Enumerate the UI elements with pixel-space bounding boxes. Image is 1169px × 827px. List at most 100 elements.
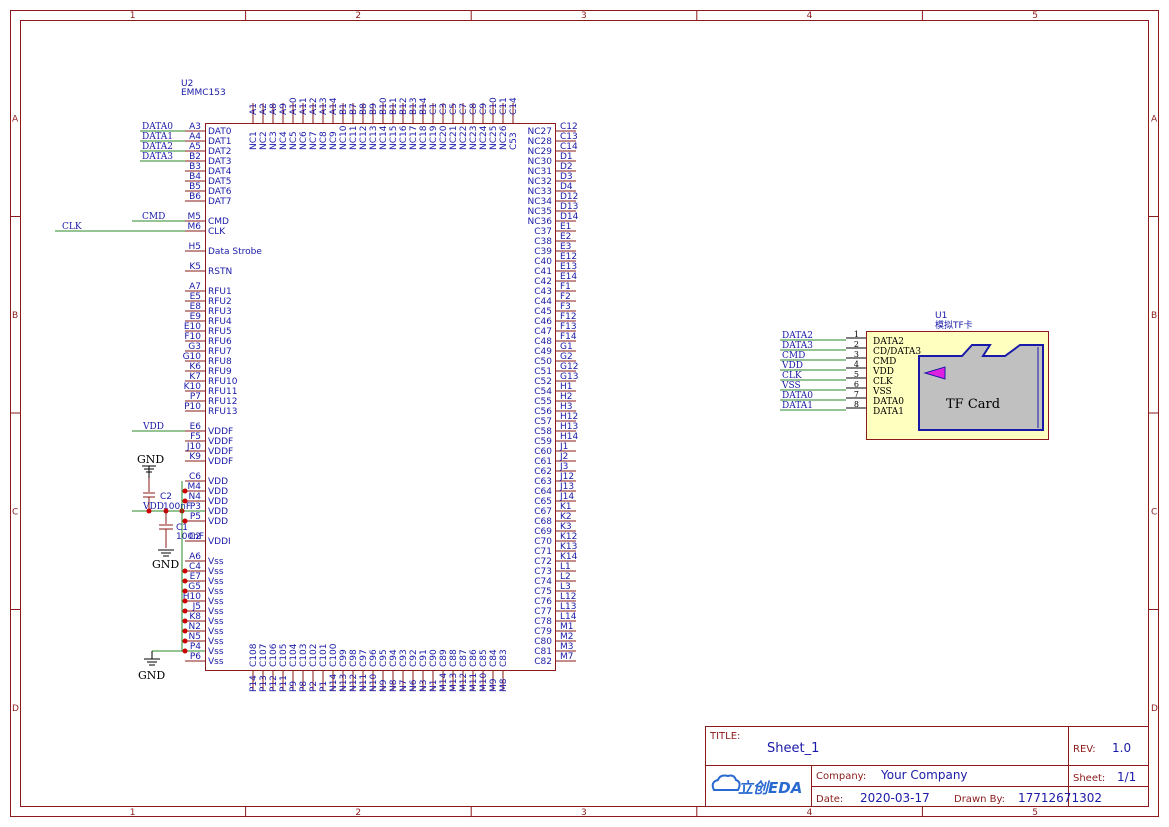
u2-pin-name: C52 [534, 377, 552, 387]
net-label: VDD [781, 361, 803, 371]
u2-pin-number: A11 [299, 97, 309, 115]
u2-pin-number: G1 [560, 342, 573, 352]
u2-pin-number: N11 [359, 674, 369, 692]
u2-pin-number: K1 [560, 502, 572, 512]
u2-ref: U2 [181, 79, 193, 89]
u2-pin-number: P6 [190, 652, 201, 662]
u2-pin-number: H13 [560, 422, 578, 432]
u2-pin-name: NC14 [379, 125, 389, 150]
u2-pin-number: M6 [188, 222, 202, 232]
u2-pin-name: C39 [534, 247, 552, 257]
gnd-icon [142, 465, 156, 478]
u2-pin-name: C76 [534, 597, 552, 607]
net-label: DATA0 [142, 122, 173, 132]
u2-pin-name: C48 [534, 337, 552, 347]
u2-pin-number: K9 [189, 452, 201, 462]
u2-pin-name: Vss [208, 617, 224, 627]
u2-pin-number: D14 [560, 212, 579, 222]
title-block: TITLE: Sheet_1 REV: 1.0 Company: Your Co… [705, 726, 1149, 807]
u2-pin-number: M13 [449, 673, 459, 692]
u2-part: EMMC153 [181, 88, 226, 98]
u1-pin-name: DATA1 [873, 407, 904, 417]
u2-pin-name: C81 [534, 647, 552, 657]
u2-pin-number: H12 [560, 412, 578, 422]
u2-pin-number: A5 [189, 142, 201, 152]
u2-pin-name: CLK [208, 227, 226, 237]
junction-dot [146, 508, 152, 514]
u1-pin-number: 1 [854, 330, 859, 339]
u2-pin-number: A12 [309, 97, 319, 115]
u2-pin-number: E1 [560, 222, 571, 232]
u2-pin-name: VDD [208, 507, 228, 517]
u1-tf-card-symbol[interactable]: U1 模拟TF卡 TF Card 1DATA2DATA22CD/DATA3DAT… [780, 311, 1049, 440]
u2-pin-number: B5 [189, 182, 201, 192]
u2-pin-name: NC22 [459, 126, 469, 150]
u2-pin-number: B1 [339, 103, 349, 115]
u2-pin-number: D1 [560, 152, 573, 162]
u2-pin-number: J3 [559, 462, 568, 472]
u2-pin-number: E6 [190, 422, 202, 432]
zone-row-label: A [1151, 114, 1158, 124]
u2-pin-name: C98 [349, 649, 359, 667]
u2-pin-name: C75 [534, 587, 552, 597]
c1-val: 100nF [176, 532, 204, 542]
u2-pin-name: C50 [534, 357, 552, 367]
rev-label: REV: [1073, 744, 1096, 755]
decoupling-caps[interactable]: GND C2 100nF VDD C1 100nF GND [132, 453, 205, 682]
u2-pin-name: Data Strobe [208, 247, 262, 257]
u2-pin-number: A4 [189, 132, 201, 142]
u2-pin-number: M10 [479, 673, 489, 692]
u2-pin-number: E10 [184, 322, 201, 332]
u2-pin-name: Vss [208, 647, 224, 657]
u2-pin-name: VDD [208, 477, 228, 487]
net-label: DATA3 [142, 152, 173, 162]
u2-pin-number: D12 [560, 192, 578, 202]
u2-pin-name: NC27 [528, 127, 552, 137]
u2-pin-name: NC11 [349, 126, 359, 150]
u2-pin-number: H10 [183, 592, 201, 602]
u2-pin-number: H1 [560, 382, 573, 392]
u2-pin-name: VDD [208, 487, 228, 497]
u2-pin-name: RFU7 [208, 347, 232, 357]
u2-pin-name: VDDF [208, 437, 233, 447]
u2-pin-name: NC15 [389, 126, 399, 150]
u2-pin-name: CMD [208, 217, 229, 227]
u2-pin-name: NC23 [469, 126, 479, 150]
u2-pin-name: C87 [459, 649, 469, 667]
u2-pin-number: P8 [299, 681, 309, 692]
u2-pin-number: F13 [560, 322, 577, 332]
u2-pin-name: C88 [449, 649, 459, 667]
u1-pin-number: 5 [854, 370, 859, 379]
drawn-value: 17712671302 [1018, 791, 1102, 805]
u2-pin-number: L13 [560, 602, 576, 612]
u2-pin-number: L1 [560, 562, 571, 572]
u2-pin-number: M1 [560, 622, 574, 632]
u2-pin-name: C44 [534, 297, 552, 307]
u2-pin-number: L2 [560, 572, 571, 582]
u2-pin-number: K3 [560, 522, 572, 532]
u2-pin-name: C65 [534, 497, 552, 507]
u2-pin-name: DAT1 [208, 137, 231, 147]
u2-pin-number: E5 [190, 292, 201, 302]
u2-pin-name: RFU1 [208, 287, 232, 297]
u2-pin-number: C2 [189, 532, 201, 542]
u2-pin-name: C41 [534, 267, 552, 277]
u2-pin-name: NC31 [528, 167, 552, 177]
junction-dot [182, 568, 188, 574]
u1-ref: U1 [935, 311, 947, 321]
company-label: Company: [816, 771, 866, 782]
junction-dot [182, 628, 188, 634]
u2-pin-name: C58 [534, 427, 552, 437]
u2-pin-number: B7 [349, 103, 359, 115]
net-label: VSS [781, 381, 801, 391]
u2-pin-number: P1 [319, 681, 329, 692]
u2-pin-name: NC17 [409, 126, 419, 150]
u2-pin-name: NC32 [528, 177, 552, 187]
u2-pin-name: VDDF [208, 447, 233, 457]
u2-pin-number: M9 [489, 678, 499, 692]
u2-pin-number: F3 [560, 302, 571, 312]
u2-pin-number: B10 [379, 97, 389, 115]
